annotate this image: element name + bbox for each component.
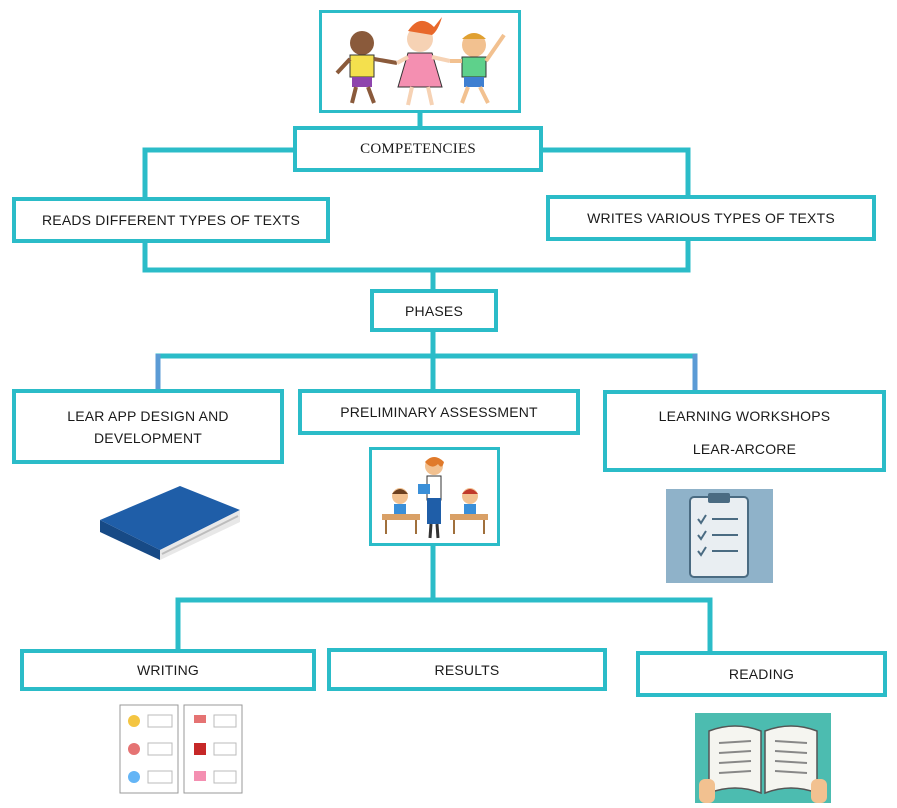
clipboard-image (666, 489, 773, 583)
preliminary-assessment-box: PRELIMINARY ASSESSMENT (298, 389, 580, 435)
writing-box: WRITING (20, 649, 316, 691)
app-design-line1: LEAR APP DESIGN AND (67, 407, 229, 424)
children-image (319, 10, 521, 113)
writes-texts-box: WRITES VARIOUS TYPES OF TEXTS (546, 195, 876, 241)
reads-texts-label: READS DIFFERENT TYPES OF TEXTS (41, 212, 301, 228)
open-book-icon (699, 725, 827, 803)
clipboard-checklist-icon (689, 493, 749, 578)
learning-workshops-line2: LEAR-ARCORE (692, 441, 797, 457)
book-icon (100, 486, 240, 560)
learning-workshops-line1: LEARNING WORKSHOPS (658, 408, 831, 424)
preliminary-assessment-label: PRELIMINARY ASSESSMENT (340, 404, 538, 420)
teacher-image (369, 447, 500, 546)
competencies-label: COMPETENCIES (360, 141, 476, 157)
competencies-box: COMPETENCIES (293, 126, 543, 172)
writing-label: WRITING (136, 662, 200, 678)
phases-label: PHASES (405, 302, 463, 319)
reads-texts-box: READS DIFFERENT TYPES OF TEXTS (12, 197, 330, 243)
reading-label: READING (728, 666, 795, 682)
learning-workshops-box: LEARNING WORKSHOPS LEAR-ARCORE (603, 390, 886, 472)
reading-image (695, 713, 831, 803)
children-icon (335, 17, 506, 106)
results-label: RESULTS (434, 661, 500, 678)
reading-box: READING (636, 651, 887, 697)
results-box: RESULTS (327, 648, 607, 691)
teacher-classroom-icon (382, 457, 488, 539)
writes-texts-label: WRITES VARIOUS TYPES OF TEXTS (587, 210, 835, 226)
worksheet-icon (119, 704, 243, 794)
app-design-box: LEAR APP DESIGN AND DEVELOPMENT (12, 389, 284, 464)
phases-box: PHASES (370, 289, 498, 332)
app-design-line2: DEVELOPMENT (94, 429, 202, 446)
